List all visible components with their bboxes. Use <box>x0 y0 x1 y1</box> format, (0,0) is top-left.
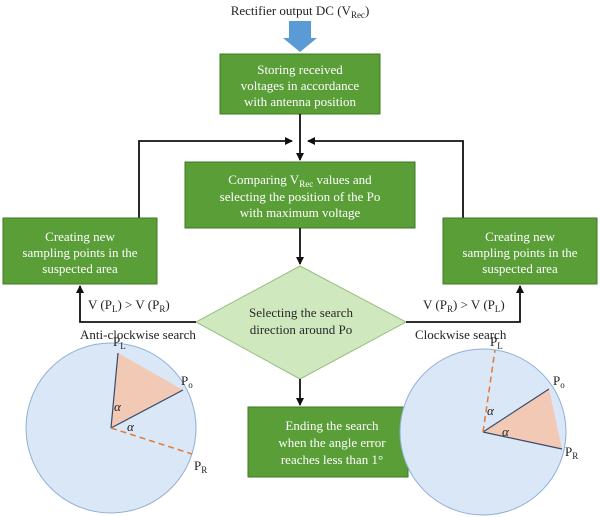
left-pr-label: PR <box>194 458 207 475</box>
left-alpha-1: α <box>114 399 122 414</box>
svg-text:Creating new: Creating new <box>485 229 555 244</box>
svg-text:with maximum voltage: with maximum voltage <box>240 205 361 220</box>
svg-text:voltages in accordance: voltages in accordance <box>241 78 360 93</box>
right-pr-label: PR <box>565 444 578 461</box>
svg-text:suspected area: suspected area <box>42 261 118 276</box>
anticlockwise-circle: PL Po PR α α <box>25 334 207 514</box>
svg-text:selecting the position of the: selecting the position of the Po <box>220 189 381 204</box>
connector-decision-left <box>76 285 196 323</box>
right-sampling-box: Creating new sampling points in the susp… <box>442 217 598 285</box>
svg-text:Selecting the search: Selecting the search <box>249 305 353 320</box>
compare-box: Comparing VRec values and selecting the … <box>184 161 416 229</box>
clockwise-circle: PL Po PR α α <box>399 334 578 516</box>
clockwise-label: Clockwise search <box>415 327 507 342</box>
svg-text:suspected area: suspected area <box>482 261 558 276</box>
condition-left: V (PL) > V (PR) <box>88 297 170 314</box>
svg-text:Comparing VRec values and: Comparing VRec values and <box>228 172 372 189</box>
end-box: Ending the search when the angle error r… <box>247 406 409 478</box>
store-box: Storing received voltages in accordance … <box>219 53 381 115</box>
condition-right: V (PR) > V (PL) <box>423 297 505 314</box>
svg-text:Ending the search: Ending the search <box>285 418 379 433</box>
loop-right <box>307 137 464 218</box>
svg-text:reaches less than 1°: reaches less than 1° <box>281 452 383 467</box>
left-alpha-2: α <box>127 419 135 434</box>
right-alpha-1: α <box>487 403 495 418</box>
decision-diamond: Selecting the search direction around Po <box>194 265 408 380</box>
svg-text:Creating new: Creating new <box>45 229 115 244</box>
svg-text:Storing received: Storing received <box>257 62 343 77</box>
svg-text:sampling points in the: sampling points in the <box>462 245 577 260</box>
loop-left <box>138 137 293 218</box>
svg-text:sampling points in the: sampling points in the <box>22 245 137 260</box>
left-sampling-box: Creating new sampling points in the susp… <box>2 217 158 285</box>
connector-decision-right <box>406 285 524 323</box>
left-po-label: Po <box>181 373 193 390</box>
anticlockwise-label: Anti-clockwise search <box>80 327 196 342</box>
right-pl-label: PL <box>490 334 503 351</box>
svg-text:with antenna position: with antenna position <box>244 94 356 109</box>
input-arrow <box>283 21 317 52</box>
svg-text:when the angle error: when the angle error <box>278 435 386 450</box>
svg-text:direction around Po: direction around Po <box>250 322 353 337</box>
right-po-label: Po <box>553 373 565 390</box>
left-pl-label: PL <box>113 334 126 351</box>
input-label: Rectifier output DC (VRec) <box>231 3 370 20</box>
right-alpha-2: α <box>502 424 510 439</box>
